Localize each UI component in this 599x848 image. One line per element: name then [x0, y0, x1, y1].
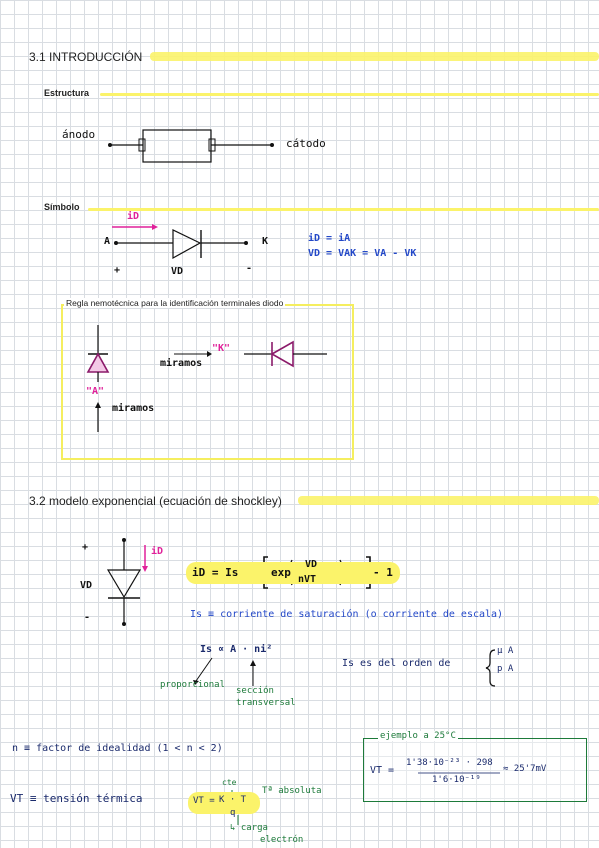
- example-eq-result: ≈ 25'7mV: [503, 764, 547, 774]
- shockley-eq-den: nVT: [298, 574, 317, 585]
- mnemonic-drawing: [86, 325, 327, 432]
- shockley-equation-highlight: [186, 562, 400, 584]
- n-definition: n ≡ factor de idealidad (1 < n < 2): [12, 743, 223, 754]
- estructura-underline: [100, 93, 599, 96]
- order-ua: μ A: [497, 646, 514, 656]
- symbol-drawing: [112, 224, 248, 260]
- anodo-label: ánodo: [62, 128, 96, 141]
- title-highlight: [150, 52, 599, 61]
- vd-label: VD: [171, 266, 184, 277]
- k-quote-label: "K": [212, 343, 231, 354]
- is-order: Is es del orden de: [342, 658, 451, 669]
- miramos-label-1: miramos: [160, 358, 203, 369]
- shockley-eq-lhs: iD = Is: [192, 566, 239, 579]
- terminal-k-label: K: [262, 236, 269, 247]
- example-eq-lhs: VT =: [370, 765, 395, 776]
- id-arrow-label: iD: [127, 211, 140, 222]
- example-eq-den: 1'6·10⁻¹⁹: [432, 775, 481, 785]
- example-eq-num: 1'38·10⁻²³ · 298: [406, 758, 493, 768]
- is-proportional: Is ∝ A · ni²: [200, 644, 273, 655]
- equation-vd-vak: VD = VAK = VA - VK: [308, 248, 417, 259]
- transversal-label: transversal: [236, 698, 296, 708]
- shockley-eq-tail: - 1: [373, 566, 393, 579]
- vt-equation-highlight: [188, 792, 260, 814]
- cte-label: cte: [222, 778, 237, 787]
- plus-sign-2: +: [82, 542, 89, 553]
- is-definition: Is ≡ corriente de saturación (o corrient…: [190, 609, 504, 620]
- structure-drawing: [108, 129, 274, 163]
- shockley-eq-exp: exp: [271, 566, 291, 579]
- plus-sign: +: [114, 265, 121, 276]
- equation-id-ia: iD = iA: [308, 233, 351, 244]
- vt-eq-den: q: [230, 808, 236, 818]
- section-title-introduccion: 3.1 INTRODUCCIÓN: [29, 50, 143, 64]
- estructura-label: Estructura: [44, 88, 90, 98]
- mnemonic-title: Regla nemotécnica para la identificación…: [64, 298, 286, 308]
- catodo-label: cátodo: [286, 137, 326, 150]
- vd-label-2: VD: [80, 580, 93, 591]
- vt-eq-num: K · T: [219, 795, 247, 805]
- example-title: ejemplo a 25°C: [378, 731, 458, 741]
- carga-label: ↳ carga: [230, 823, 268, 833]
- simbolo-underline: [88, 208, 599, 211]
- title2-highlight: [298, 496, 599, 505]
- shockley-diode-drawing: [106, 538, 148, 626]
- seccion-label: sección: [236, 686, 274, 696]
- order-pa: p A: [497, 664, 514, 674]
- electron-label: electrón: [260, 835, 304, 845]
- minus-sign-2: -: [84, 612, 91, 623]
- vt-definition: VT ≡ tensión térmica: [10, 792, 143, 805]
- section-title-modelo-exponencial: 3.2 modelo exponencial (ecuación de shoc…: [29, 494, 282, 508]
- id-label-2: iD: [151, 546, 164, 557]
- terminal-a-label: A: [104, 236, 111, 247]
- a-quote-label: "A": [86, 386, 105, 397]
- miramos-label-2: miramos: [112, 403, 155, 414]
- mnemonic-box: [61, 304, 354, 460]
- simbolo-label: Símbolo: [44, 202, 80, 212]
- minus-sign: -: [246, 263, 253, 274]
- shockley-eq-num: VD: [305, 559, 318, 570]
- t-absoluta-label: Tª absoluta: [262, 786, 322, 796]
- vt-eq-lhs: VT =: [193, 796, 215, 806]
- proporcional-label: proporcional: [160, 680, 226, 690]
- example-box: [363, 738, 587, 802]
